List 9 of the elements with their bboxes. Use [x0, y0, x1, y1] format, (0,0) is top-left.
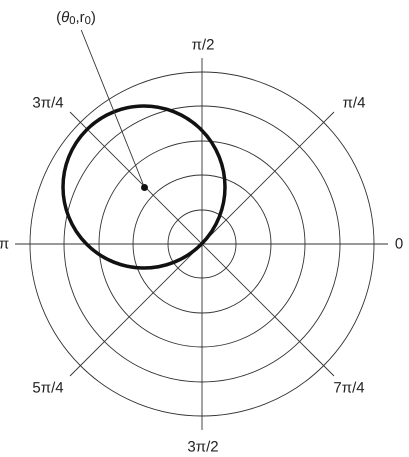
angle-label: 3π/4	[32, 96, 64, 110]
angle-label: 7π/4	[333, 380, 365, 396]
angle-label: 0	[394, 236, 404, 252]
angle-label: 5π/4	[32, 380, 64, 396]
angle-label: π/4	[342, 96, 366, 110]
point-label: (θ$_{0}$,r$_{0}$)	[44, 4, 108, 30]
angle-label: 3π/2	[187, 440, 219, 454]
leader-line	[80, 30, 144, 185]
angle-label: π/2	[192, 38, 214, 52]
